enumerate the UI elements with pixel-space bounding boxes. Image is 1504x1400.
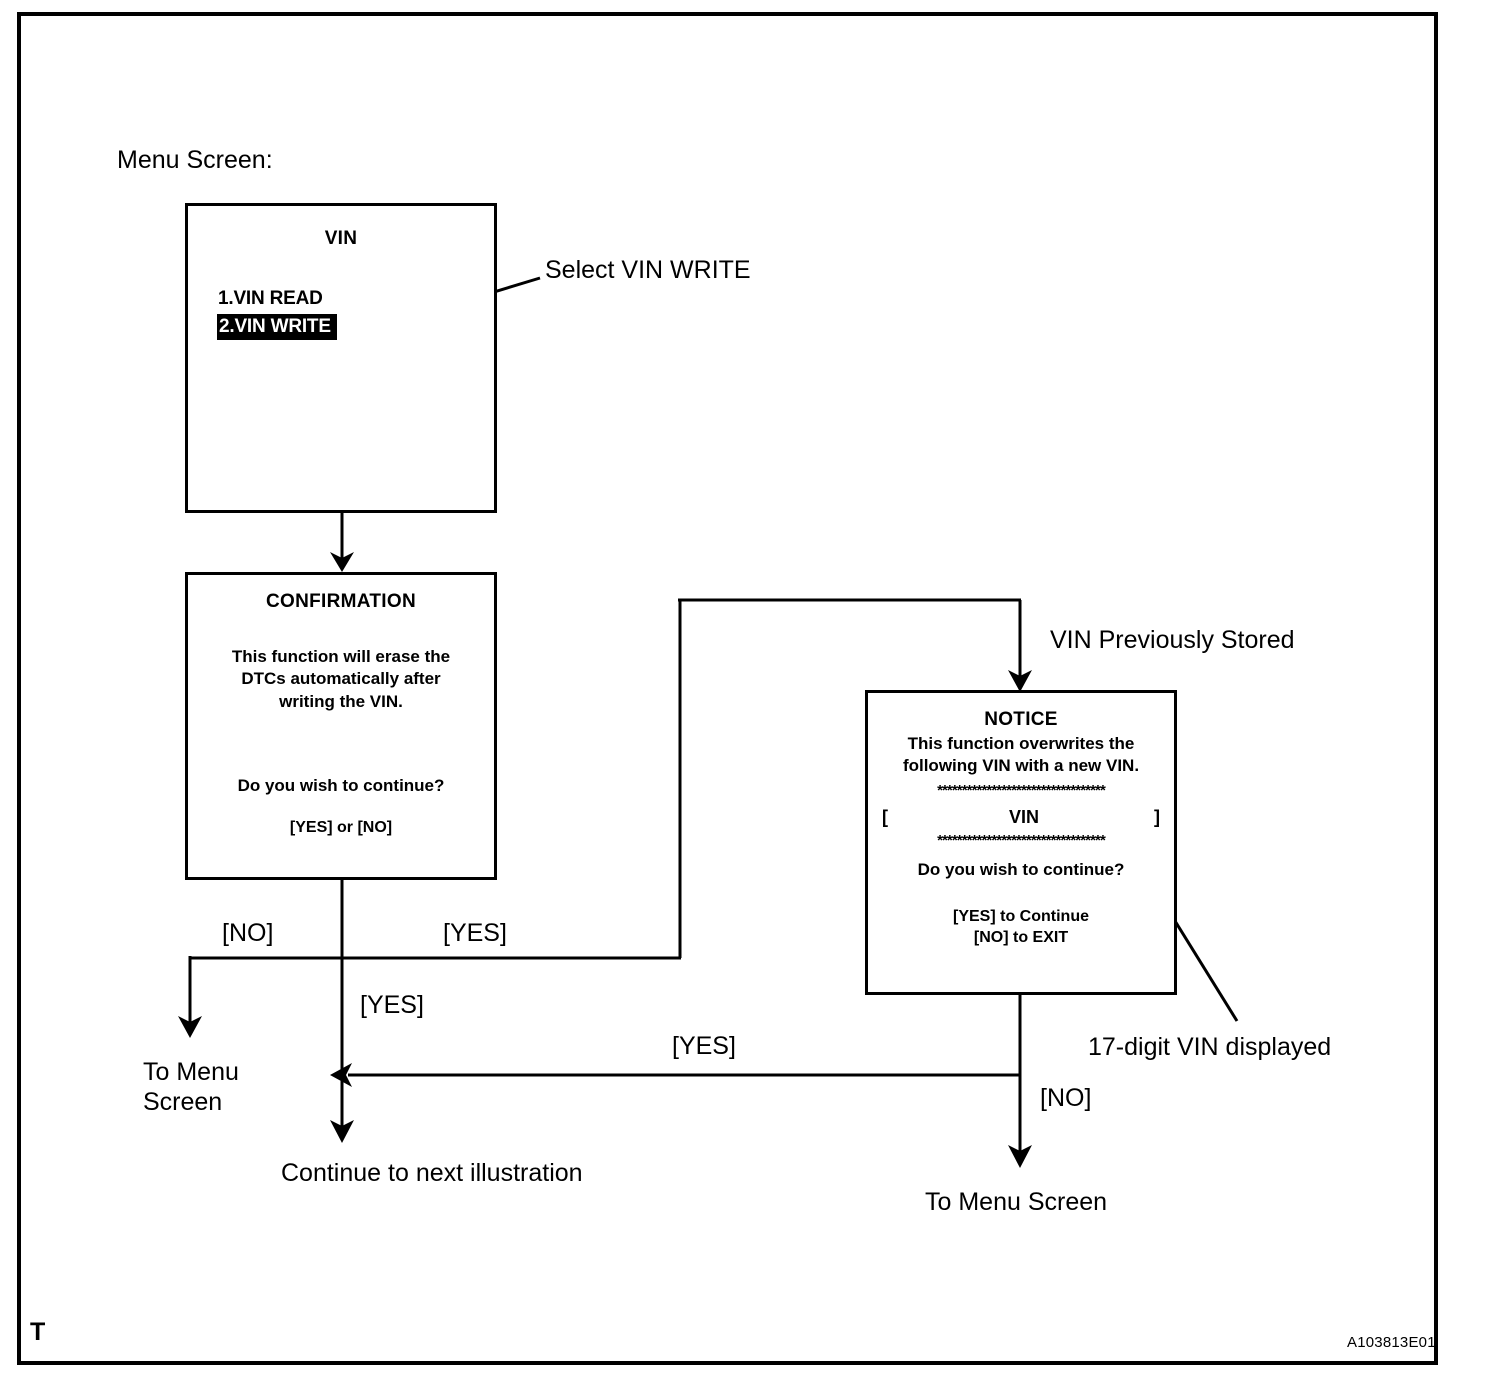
- notice-question: Do you wish to continue?: [917, 859, 1125, 879]
- terminal-continue-next-illustration: Continue to next illustration: [281, 1159, 583, 1187]
- confirmation-keys: [YES] or [NO]: [289, 818, 393, 836]
- flow-label-yes-confirmation-down: [YES]: [360, 991, 424, 1019]
- flow-label-no-confirmation: [NO]: [222, 919, 274, 947]
- vin-bracket-open-icon: [: [882, 806, 888, 827]
- confirmation-message-line-2: DTCs automatically after: [241, 669, 441, 689]
- notice-vin-value: VIN: [1008, 806, 1039, 827]
- notice-title: NOTICE: [984, 709, 1058, 730]
- sheet-mark: T: [30, 1318, 46, 1346]
- notice-star-rule-bottom: **********************************: [937, 831, 1106, 849]
- terminal-to-menu-screen-left-line-2: Screen: [143, 1087, 223, 1116]
- figure-border: [17, 12, 1438, 1365]
- notice-screen[interactable]: NOTICE This function overwrites the foll…: [865, 690, 1177, 995]
- confirmation-message-line-3: writing the VIN.: [279, 691, 403, 711]
- confirmation-question: Do you wish to continue?: [237, 776, 445, 796]
- notice-vin-field: [ VIN ]: [868, 807, 1174, 828]
- flow-label-yes-notice: [YES]: [672, 1032, 736, 1060]
- notice-keys-line-1: [YES] to Continue: [953, 908, 1089, 926]
- vin-menu-screen[interactable]: VIN 1.VIN READ 2.VIN WRITE: [185, 203, 497, 513]
- notice-star-rule-top: **********************************: [937, 781, 1106, 799]
- terminal-to-menu-screen-left: To Menu Screen: [143, 1058, 239, 1117]
- notice-message-line-1: This function overwrites the: [907, 734, 1135, 753]
- confirmation-message: This function will erase the DTCs automa…: [188, 646, 494, 713]
- flow-label-no-notice: [NO]: [1040, 1084, 1092, 1112]
- vin-menu-list: 1.VIN READ 2.VIN WRITE: [188, 287, 494, 340]
- notice-keys-line-2: [NO] to EXIT: [973, 929, 1069, 947]
- vin-menu-title: VIN: [324, 228, 358, 249]
- callout-select-vin-write: Select VIN WRITE: [545, 256, 751, 284]
- confirmation-message-line-1: This function will erase the: [231, 647, 451, 666]
- flow-label-yes-confirmation-right: [YES]: [443, 919, 507, 947]
- figure-code: A103813E01: [1347, 1334, 1436, 1351]
- vin-bracket-close-icon: ]: [1154, 806, 1160, 827]
- confirmation-screen[interactable]: CONFIRMATION This function will erase th…: [185, 572, 497, 880]
- terminal-to-menu-screen-right: To Menu Screen: [925, 1188, 1108, 1216]
- notice-message: This function overwrites the following V…: [868, 733, 1174, 778]
- confirmation-title: CONFIRMATION: [266, 591, 416, 612]
- notice-message-line-2: following VIN with a new VIN.: [902, 756, 1140, 776]
- terminal-to-menu-screen-left-line-1: To Menu: [143, 1058, 239, 1086]
- menu-screen-caption: Menu Screen:: [117, 146, 273, 174]
- menu-item-vin-write[interactable]: 2.VIN WRITE: [217, 314, 337, 340]
- menu-item-vin-read[interactable]: 1.VIN READ: [218, 288, 323, 309]
- callout-vin-previously-stored: VIN Previously Stored: [1050, 626, 1295, 654]
- callout-17-digit-vin: 17-digit VIN displayed: [1088, 1033, 1332, 1061]
- notice-keys: [YES] to Continue [NO] to EXIT: [868, 907, 1174, 949]
